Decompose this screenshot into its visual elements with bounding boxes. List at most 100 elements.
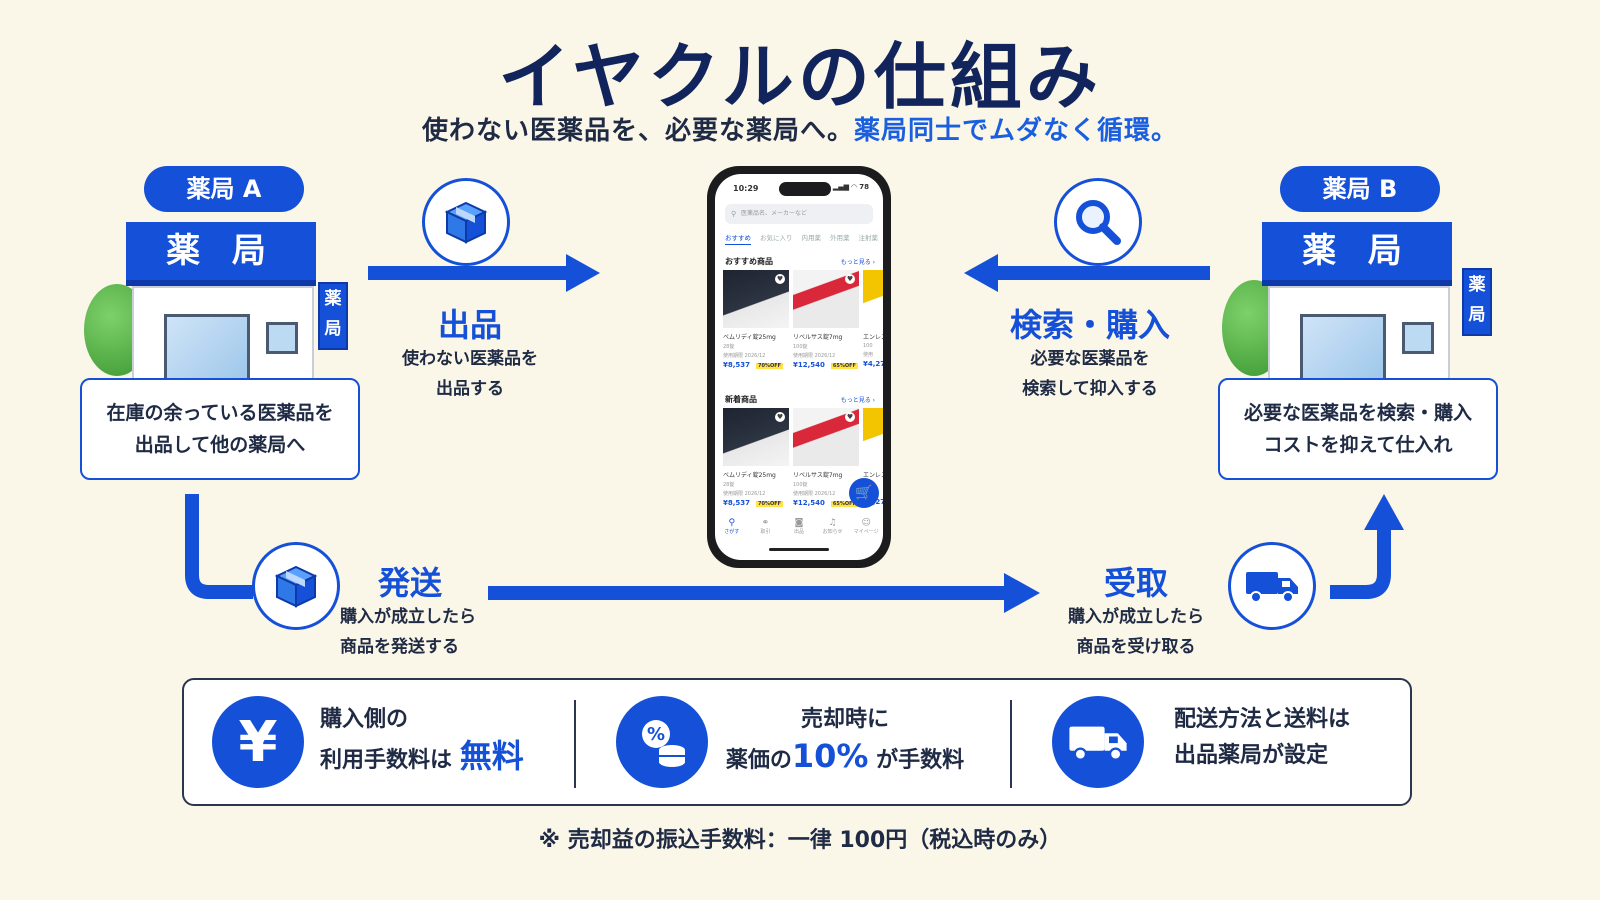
list-step-desc: 使わない医薬品を 出品する [402, 349, 538, 399]
arrow-search-shaft [996, 266, 1210, 280]
arrow-ship-head [1004, 573, 1040, 613]
product-name: リベルサス錠7mg [793, 472, 843, 479]
store-window-small [1402, 322, 1434, 354]
product-expiry: 使用 [863, 352, 874, 358]
fee-info-box: ¥ 購入側の 利用手数料は 無料 % 売却時に 薬価の10% が手数料 [182, 678, 1412, 806]
nav-search[interactable]: ⚲さがす [717, 518, 747, 535]
pharmacy-b-sign: 薬局 [1462, 268, 1492, 336]
receive-step-desc: 購入が成立したら 商品を受け取る [1068, 607, 1204, 657]
pharmacy-b-card-line: 必要な医薬品を検索・購入 [1243, 402, 1472, 424]
product-qty: 28錠 [723, 344, 735, 350]
heart-icon[interactable]: ♥ [845, 274, 855, 284]
handshake-icon: ⚭ [761, 518, 770, 528]
section-title: 新着商品 [725, 395, 757, 404]
store-window-small [266, 322, 298, 354]
transfer-fee-note: ※ 売却益の振込手数料：一律 100円（税込時のみ） [538, 828, 1062, 853]
phone-mockup: 10:29 ▂▄▆ ◠ 78 医薬品名、メーカーなど ⚲ おすすめ お気に入り … [707, 166, 891, 568]
elbow-receive-line [1330, 526, 1391, 599]
search-step-desc: 必要な医薬品を 検索して抑入する [1022, 349, 1158, 399]
ship-step-icon [252, 542, 340, 630]
bell-icon: ♫ [828, 518, 837, 528]
discount-badge: 65%OFF [830, 501, 858, 507]
category-tabs: おすすめ お気に入り 内用薬 外用薬 注射薬 [725, 232, 883, 245]
heart-icon[interactable]: ♥ [845, 412, 855, 422]
product-image: ♥ [793, 408, 859, 466]
divider [574, 700, 576, 788]
home-indicator [769, 548, 829, 551]
pharmacy-b-card-line: コストを抑えて仕入れ [1263, 434, 1453, 456]
pharmacy-b-building: 薬 局 薬局 [1222, 222, 1502, 392]
receive-step-icon [1228, 542, 1316, 630]
heart-icon[interactable]: ♥ [775, 274, 785, 284]
pharmacy-b-card: 必要な医薬品を検索・購入 コストを抑えて仕入れ [1218, 378, 1498, 480]
status-indicators: ▂▄▆ ◠ 78 [832, 183, 869, 191]
nav-mypage[interactable]: ☺マイページ [851, 518, 881, 535]
magnifier-icon [1076, 200, 1121, 245]
see-more-link[interactable]: もっと見る › [840, 259, 875, 266]
store-window [164, 314, 250, 390]
product-name: エンレス [863, 472, 883, 479]
pharmacy-a-label: 薬局 A [144, 166, 304, 212]
discount-badge: 70%OFF [756, 363, 784, 369]
commission-highlight: 10% [791, 737, 869, 775]
product-name: ベムリディ錠25mg [723, 334, 776, 341]
heart-icon[interactable]: ♥ [775, 412, 785, 422]
pharmacy-a-card-line: 出品して他の薬局へ [134, 434, 306, 456]
tab-recommended[interactable]: おすすめ [725, 232, 751, 245]
product-expiry: 使用期限 2026/12 [793, 491, 836, 497]
nav-deals[interactable]: ⚭取引 [750, 518, 780, 535]
box-icon [444, 201, 488, 244]
product-name: エンレス [863, 334, 883, 341]
status-time: 10:29 [733, 184, 759, 193]
product-image [863, 408, 883, 466]
cart-icon: 🛒 [855, 485, 873, 501]
pharmacy-b-roof: 薬 局 [1262, 222, 1452, 286]
tab-injection[interactable]: 注射薬 [858, 234, 879, 242]
product-expiry: 使用期限 2026/12 [723, 353, 766, 359]
nav-notifications[interactable]: ♫お知らせ [818, 518, 848, 535]
search-icon: ⚲ [731, 210, 737, 218]
pharmacy-a-roof: 薬 局 [126, 222, 316, 286]
discount-badge: 65%OFF [830, 363, 858, 369]
product-qty: 100錠 [793, 482, 808, 488]
pharmacy-a-building: 薬 局 薬局 [84, 222, 366, 392]
tab-external[interactable]: 外用薬 [830, 234, 850, 242]
search-step-icon [1054, 178, 1142, 266]
search-input[interactable]: 医薬品名、メーカーなど [725, 204, 873, 224]
see-more-link[interactable]: もっと見る › [840, 397, 875, 404]
svg-text:%: % [647, 724, 665, 745]
discount-badge: 70%OFF [756, 501, 784, 507]
percent-coins-icon: % [616, 696, 708, 788]
cart-button[interactable]: 🛒 [849, 478, 879, 508]
tab-favorites[interactable]: お気に入り [760, 234, 793, 242]
product-name: ベムリディ錠25mg [723, 472, 776, 479]
elbow-ship-line [185, 494, 253, 599]
receive-step-title: 受取 [1103, 564, 1168, 602]
yen-icon: ¥ [212, 696, 304, 788]
ship-step-desc: 購入が成立したら 商品を発送する [340, 607, 476, 657]
list-step-icon [422, 178, 510, 266]
subtitle-main: 使わない医薬品を、必要な薬局へ。 [421, 116, 854, 146]
person-icon: ☺ [861, 518, 871, 528]
search-step-title: 検索・購入 [1009, 306, 1170, 344]
page-title: イヤクルの仕組み [498, 35, 1102, 119]
shipping-text: 配送方法と送料は 出品薬局が設定 [1174, 707, 1351, 768]
product-qty: 100錠 [793, 344, 808, 350]
nav-list[interactable]: ◙出品 [784, 518, 814, 535]
product-price: ¥4,27 [863, 360, 883, 368]
page-subtitle: 使わない医薬品を、必要な薬局へ。薬局同士でムダなく循環。 [0, 110, 1600, 147]
bottom-nav: ⚲さがす ⚭取引 ◙出品 ♫お知らせ ☺マイページ [715, 518, 883, 535]
tab-internal[interactable]: 内用薬 [801, 234, 822, 242]
subtitle-accent: 薬局同士でムダなく循環。 [854, 116, 1179, 146]
truck-icon [1052, 696, 1144, 788]
ship-step-title: 発送 [377, 564, 442, 602]
store-window [1300, 314, 1386, 390]
product-card[interactable]: エンレス 100 使用 ¥4,27 [863, 270, 883, 368]
